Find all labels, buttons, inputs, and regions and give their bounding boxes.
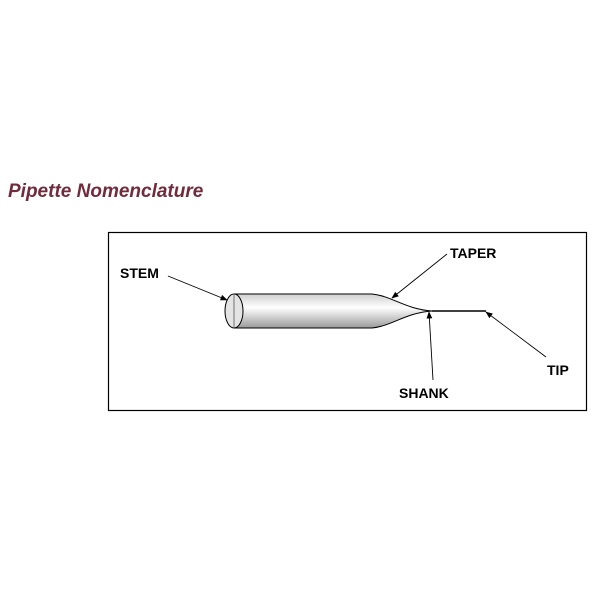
pipette — [224, 293, 486, 329]
label-taper: TAPER — [450, 245, 496, 261]
shank-arrow — [426, 311, 434, 381]
tip-arrow — [485, 311, 547, 358]
label-tip: TIP — [547, 362, 569, 378]
taper-arrow — [391, 253, 448, 299]
stem-arrow — [167, 275, 228, 301]
label-shank: SHANK — [399, 385, 449, 401]
page-title: Pipette Nomenclature — [8, 181, 204, 202]
label-stem: STEM — [120, 265, 159, 281]
pipette-body — [233, 293, 433, 329]
